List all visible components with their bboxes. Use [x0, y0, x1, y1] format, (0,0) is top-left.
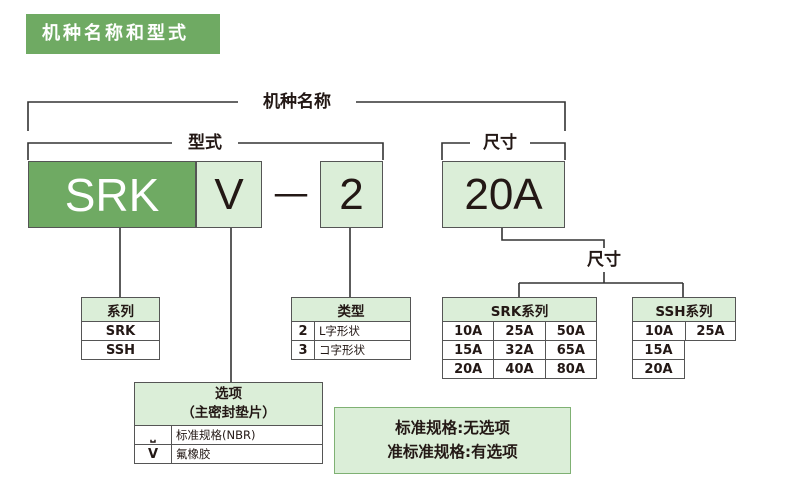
model-name-label: 机种名称 [238, 90, 356, 114]
size-cell: 15A [632, 340, 685, 360]
option-code-cell: V [134, 444, 172, 464]
option-table: 选项 （主密封垫片） ⎵ 标准规格(NBR) V 氟橡胶 [134, 382, 323, 464]
option-desc-cell: 氟橡胶 [171, 444, 323, 464]
code-dash: — [273, 173, 309, 214]
size-cell: 10A [441, 321, 495, 341]
table-row: SSH [81, 340, 160, 360]
size-code-box: 20A [442, 161, 565, 228]
option-header-line1: 选项 [215, 386, 242, 402]
size-cell: 25A [685, 321, 736, 341]
standard-spec-note: 标准规格:无选项 准标准规格:有选项 [334, 407, 571, 474]
srk-size-header: SRK系列 [442, 297, 597, 322]
option-table-header: 选项 （主密封垫片） [134, 382, 323, 426]
size-label: 尺寸 [470, 131, 530, 155]
size-cell: 20A [632, 359, 685, 379]
section-title: 机种名称和型式 [26, 14, 220, 54]
type-table: 类型 2 L字形状 3 コ字形状 [291, 297, 411, 360]
ssh-size-lower-table: 15A 20A [632, 340, 685, 379]
type-label: 型式 [172, 131, 238, 155]
ssh-size-header-table: SSH系列 10A 25A [632, 297, 736, 341]
series-table-header: 系列 [81, 297, 160, 322]
size-cell: 10A [632, 321, 686, 341]
option-header-line2: （主密封垫片） [181, 405, 276, 421]
note-line-1: 标准规格:无选项 [395, 419, 510, 437]
size-branch-label: 尺寸 [587, 250, 621, 270]
size-cell: 50A [544, 321, 598, 341]
table-row: SRK [81, 321, 160, 341]
size-cell: 40A [493, 359, 546, 379]
type-desc-cell: コ字形状 [314, 340, 411, 360]
ssh-size-header: SSH系列 [632, 297, 736, 322]
size-cell: 80A [544, 359, 598, 379]
type-table-header: 类型 [291, 297, 411, 322]
type-desc-cell: L字形状 [314, 321, 411, 341]
size-cell: 20A [441, 359, 495, 379]
option-code-cell: ⎵ [134, 425, 172, 445]
type-code-cell: 3 [291, 340, 315, 360]
size-cell: 15A [441, 340, 495, 360]
size-cell: 32A [493, 340, 546, 360]
series-table: 系列 SRK SSH [81, 297, 160, 360]
ssh-size-table: SSH系列 10A 25A 15A 20A [632, 297, 736, 383]
note-line-2: 准标准规格:有选项 [387, 443, 518, 461]
type-code-box: 2 [320, 161, 383, 228]
option-desc-cell: 标准规格(NBR) [171, 425, 323, 445]
option-code-box: V [196, 161, 262, 228]
size-cell: 65A [544, 340, 598, 360]
type-code-cell: 2 [291, 321, 315, 341]
size-cell: 25A [493, 321, 546, 341]
srk-size-table: SRK系列 10A 25A 50A 15A 32A 65A 20A 40A 80… [441, 297, 598, 379]
series-code-box: SRK [28, 161, 196, 228]
